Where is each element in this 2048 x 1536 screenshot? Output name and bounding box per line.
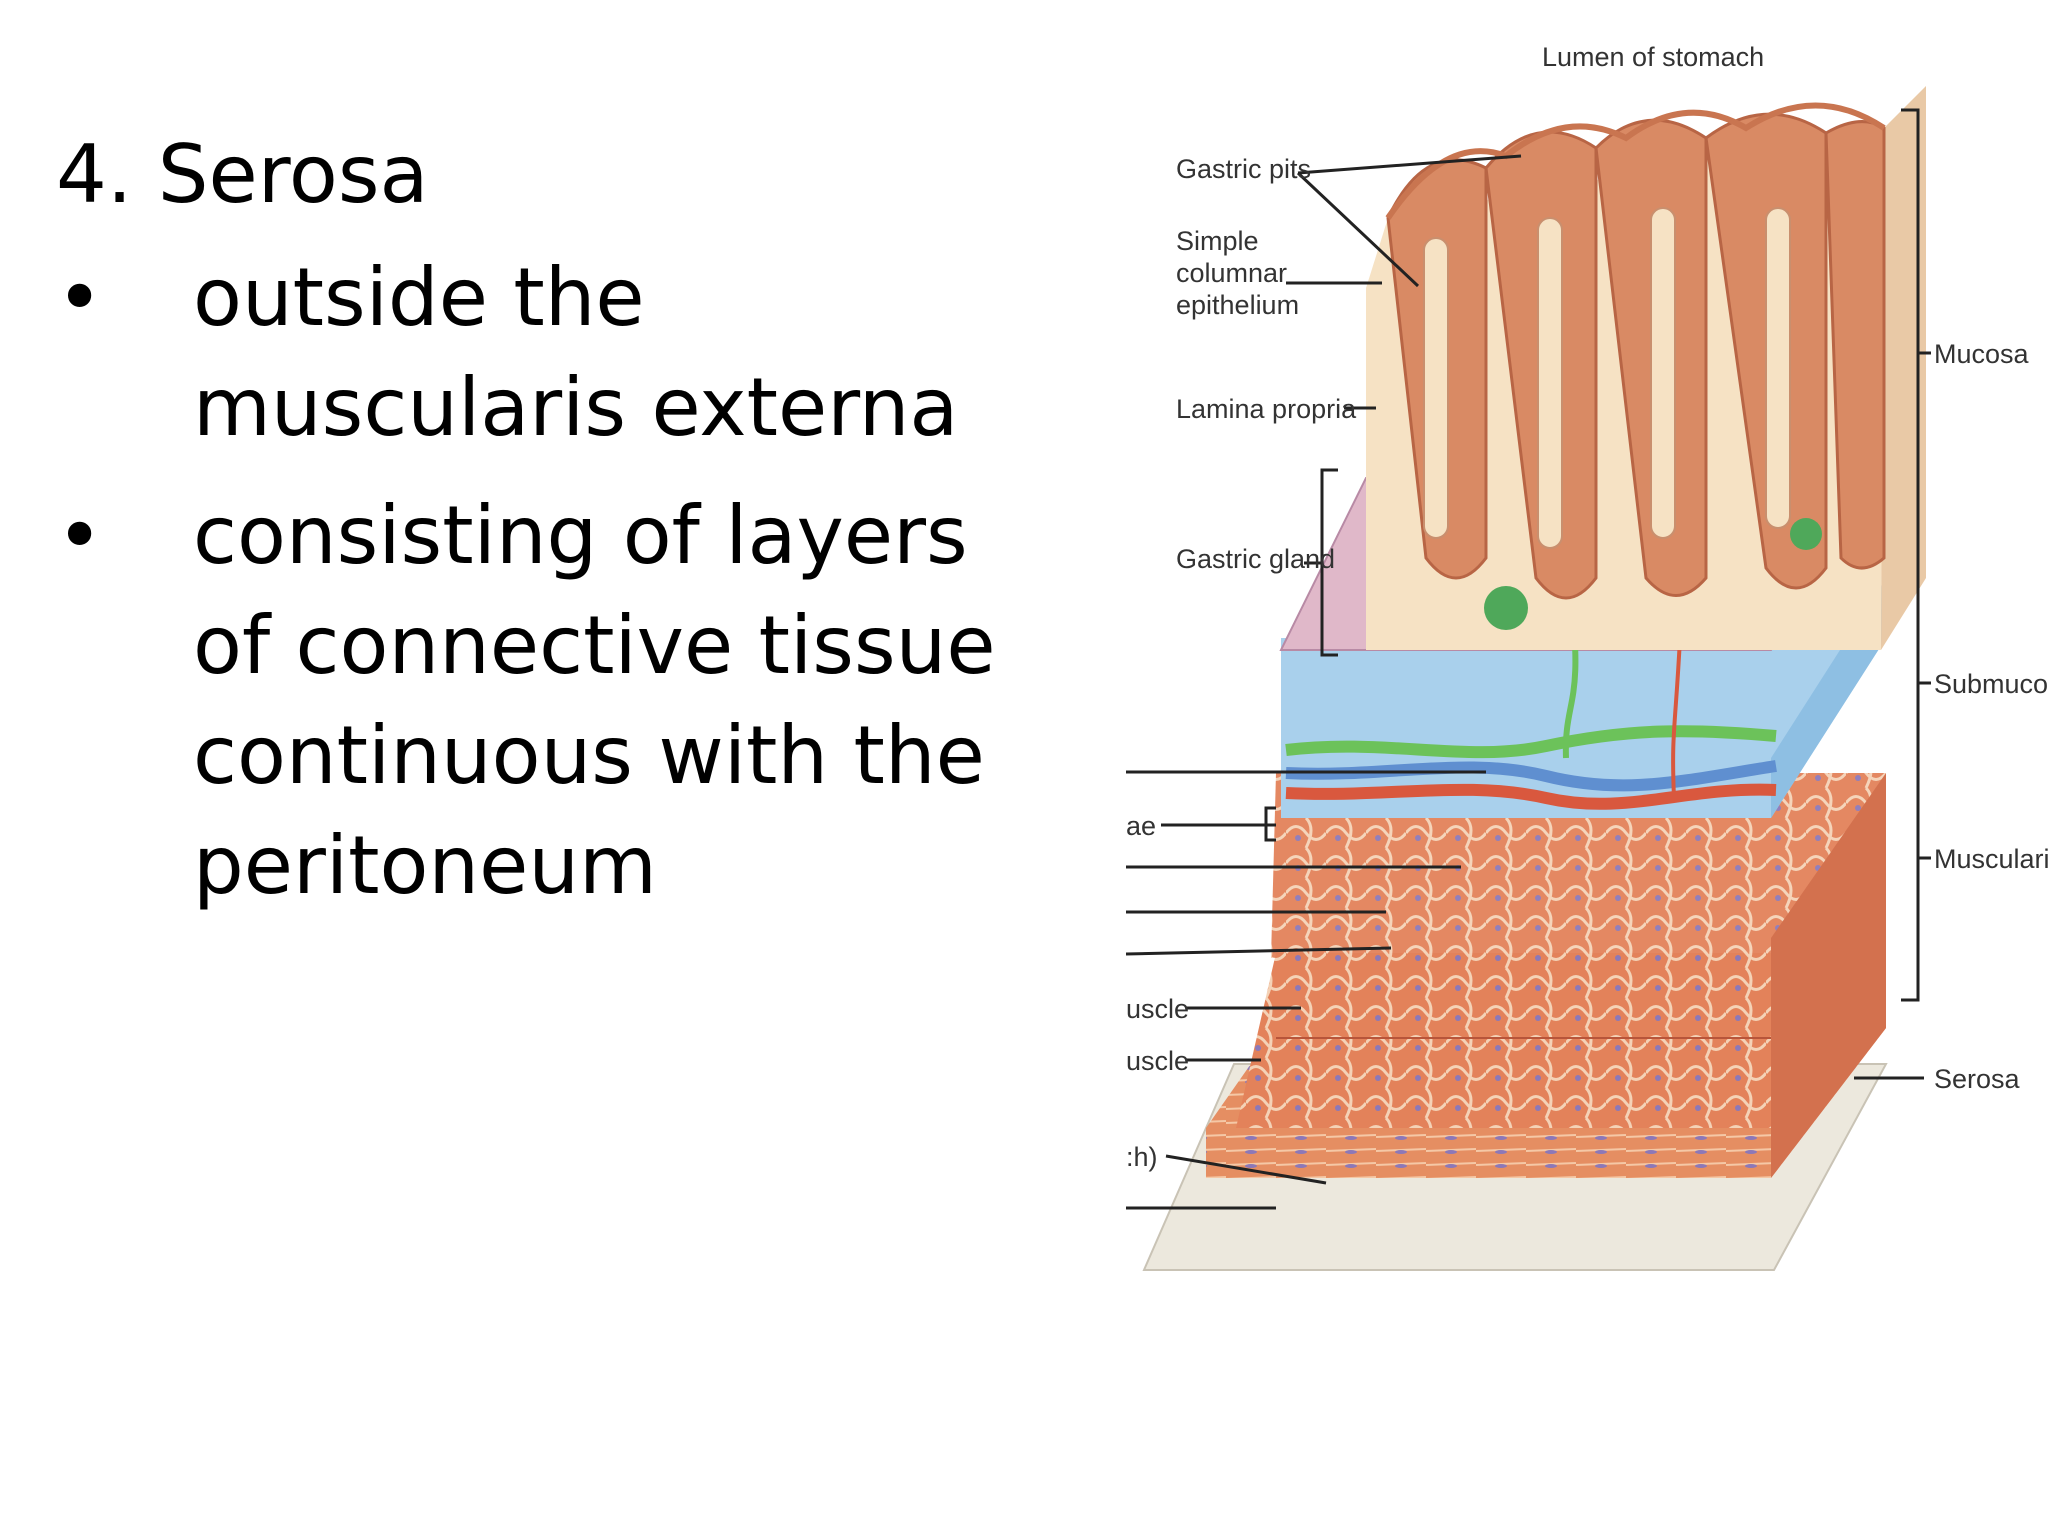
circular-muscle-layer <box>1236 953 1886 1128</box>
label-gastric-pits: Gastric pits <box>1176 154 1311 184</box>
label-muscularis: Muscularis <box>1934 844 2048 874</box>
leader-lines <box>1126 154 1522 1210</box>
mucosa-right-face <box>1881 86 1926 650</box>
bullet-item: • outside the muscularis externa <box>56 243 1066 463</box>
label-cut-muscle: uscle <box>1126 994 1189 1024</box>
stomach-wall-diagram: Lumen of stomach Gastric pits Simple col… <box>1126 38 2048 1298</box>
bullet-item: • consisting of layers of connective tis… <box>56 481 1066 921</box>
artery-vessel <box>1285 783 1777 810</box>
bullet-symbol: • <box>56 489 104 582</box>
label-epithelium: epithelium <box>1176 290 1299 320</box>
layers-bracket <box>1901 108 1920 1002</box>
bullet-symbol: • <box>56 251 104 344</box>
surface-top <box>1385 102 1886 220</box>
slide-heading: 4. Serosa <box>56 128 429 221</box>
stomach-wall-svg: Lumen of stomach Gastric pits Simple col… <box>1126 42 2048 1271</box>
label-submucosa: Submucosa <box>1934 669 2048 699</box>
oblique-muscle-layer <box>1271 773 1886 958</box>
submucosa-bracket <box>1264 806 1276 842</box>
label-gastric-gland: Gastric gland <box>1176 544 1335 574</box>
label-cut-h: :h) <box>1126 1142 1158 1172</box>
label-lumen: Lumen of stomach <box>1542 42 1764 72</box>
label-mucosa: Mucosa <box>1934 339 2030 369</box>
label-simple: Simple <box>1176 226 1259 256</box>
bullet-text: outside the muscularis externa <box>193 251 959 454</box>
bullet-text: consisting of layers of connective tissu… <box>193 489 996 912</box>
label-columnar: columnar <box>1176 258 1287 288</box>
label-serosa: Serosa <box>1934 1064 2021 1094</box>
label-cut-muscle: uscle <box>1126 1046 1189 1076</box>
lymph-nodule <box>1790 518 1822 550</box>
slide-text: 4. Serosa • outside the muscularis exter… <box>56 135 1066 939</box>
label-lamina-propria: Lamina propria <box>1176 394 1357 424</box>
label-cut-ae: ae <box>1126 811 1156 841</box>
lymph-nodule <box>1484 586 1528 630</box>
gland-lumens <box>1423 207 1791 549</box>
muscle-right-face <box>1771 773 1886 1178</box>
nerve-vessel <box>1285 725 1777 759</box>
